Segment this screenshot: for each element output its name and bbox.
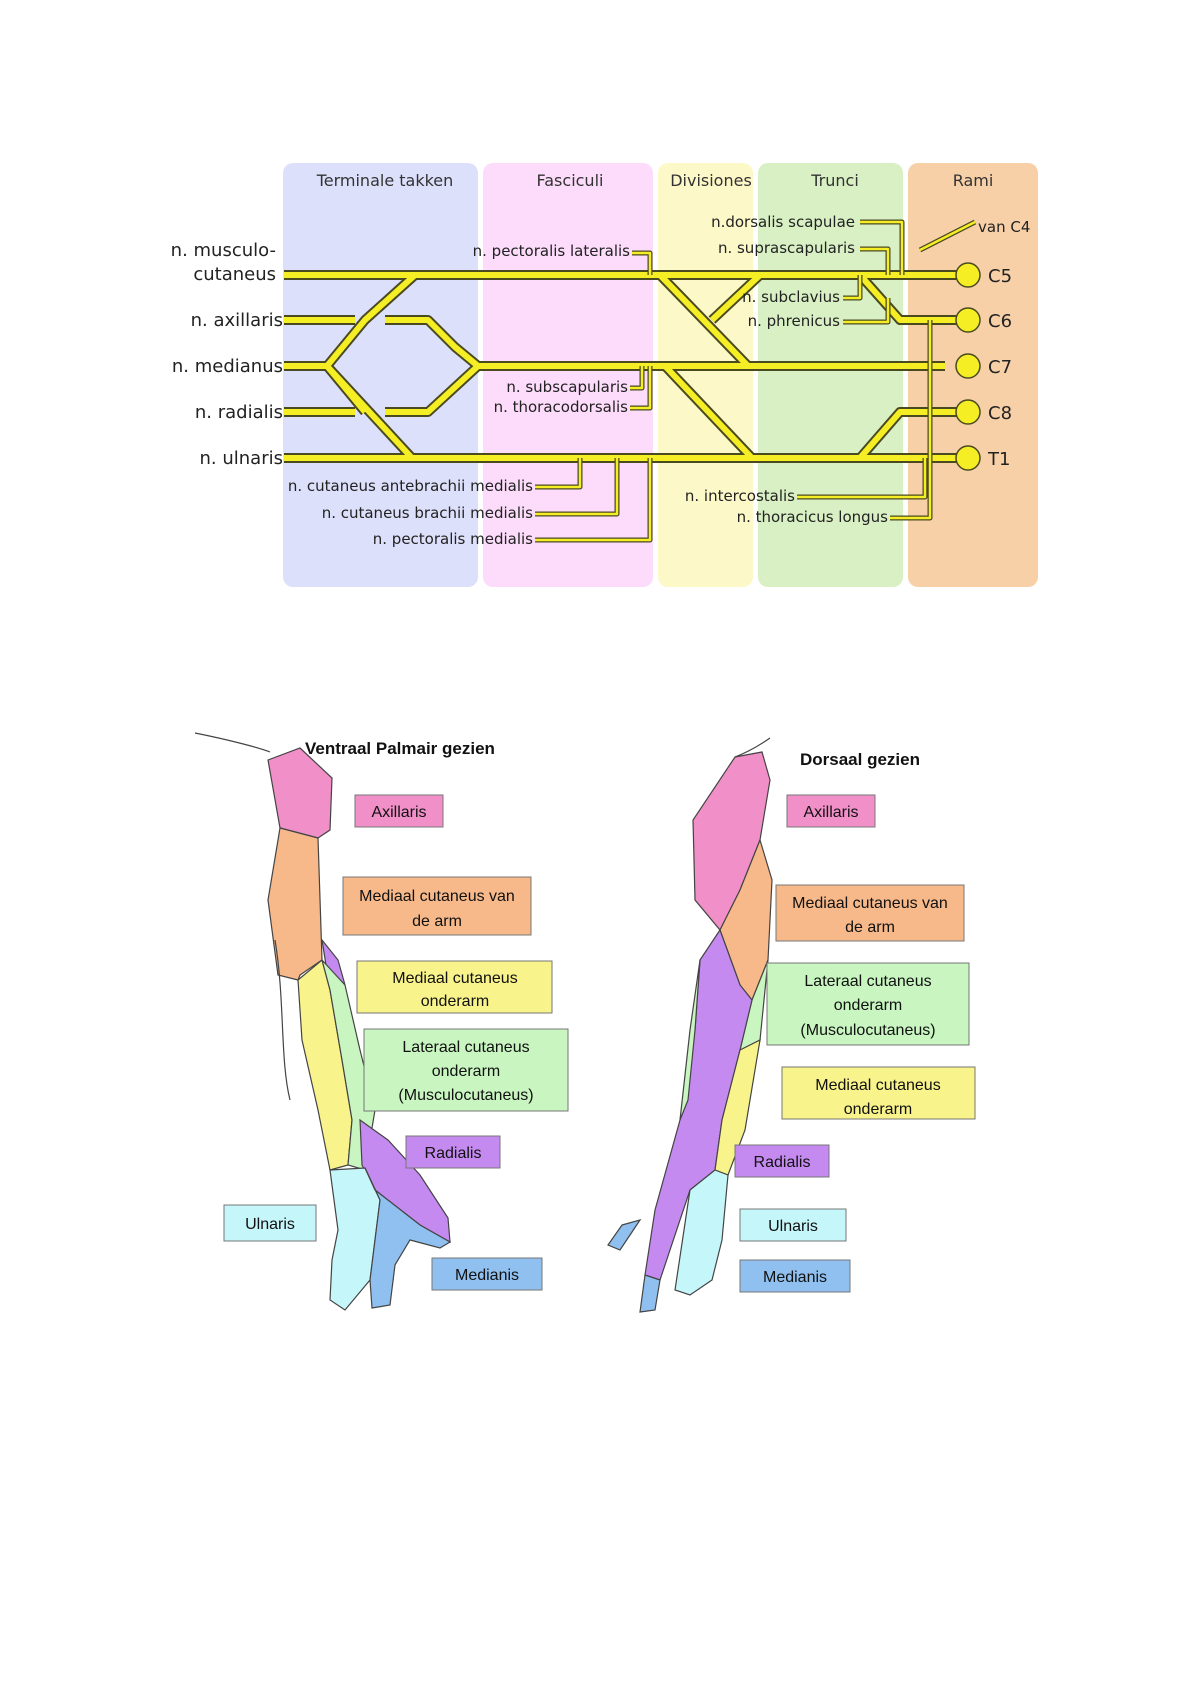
box-label: Ulnaris (245, 1216, 295, 1233)
root-c7-circle (955, 353, 981, 379)
ventral-medial-arm-box (342, 876, 532, 936)
branch-label: n. pectoralis lateralis (473, 242, 631, 260)
column-title: Fasciculi (537, 171, 604, 190)
dorsal-ulnaris-box (739, 1208, 847, 1242)
dorsal-medianis-box (739, 1259, 851, 1293)
terminal-label: n. axillaris (191, 310, 283, 331)
ventral-arm-figure (194, 732, 452, 1311)
root-label: T1 (987, 449, 1010, 470)
branch-label: n. pectoralis medialis (373, 530, 533, 548)
dorsal-medianis-thumb (607, 1218, 642, 1251)
dorsal-medianis-finger (639, 1274, 661, 1313)
box-label: onderarm (421, 993, 489, 1010)
dorsal-medial-arm-box (775, 884, 965, 942)
branch-label: n. cutaneus antebrachii medialis (288, 477, 533, 495)
root-label: C7 (988, 357, 1012, 378)
box-label: Axillaris (803, 804, 858, 821)
root-c5-circle (955, 262, 981, 288)
box-label: Radialis (425, 1145, 482, 1162)
box-label: Mediaal cutaneus van (792, 895, 948, 912)
dorsal-ulnaris-region (674, 1169, 729, 1296)
box-label: de arm (845, 919, 895, 936)
terminal-label: cutaneus (193, 264, 276, 285)
root-c8-circle (955, 399, 981, 425)
branch-label: n. thoracicus longus (737, 508, 889, 526)
from-c4-label: van C4 (978, 218, 1030, 236)
terminal-label: n. ulnaris (200, 448, 283, 469)
dorsal-labels: Axillaris Mediaal cutaneus van de arm La… (734, 794, 976, 1293)
box-label: Lateraal cutaneus (402, 1039, 529, 1056)
box-label: Medianis (455, 1267, 519, 1284)
terminal-label: n. musculo- (171, 240, 276, 261)
column-terminale-takken (283, 163, 478, 587)
dorsal-arm-figure (607, 737, 773, 1313)
column-divisiones (658, 163, 753, 587)
ventral-title: Ventraal Palmair gezien (305, 739, 495, 758)
column-title: Divisiones (670, 171, 752, 190)
branch-label: n. subscapularis (506, 378, 628, 396)
dorsal-title: Dorsaal gezien (800, 750, 920, 769)
root-circles (955, 262, 981, 471)
ventral-medial-forearm-box (356, 960, 553, 1014)
ventral-lateral-forearm-box (363, 1028, 569, 1112)
ventral-axillaris-box (354, 794, 444, 828)
dorsal-lateral-forearm-box (766, 962, 970, 1046)
root-c6-circle (955, 307, 981, 333)
root-label: C8 (988, 403, 1012, 424)
box-label: onderarm (844, 1101, 912, 1118)
ventral-medianis-region (364, 1167, 452, 1309)
branch-label: n. thoracodorsalis (494, 398, 629, 416)
box-label: Ulnaris (768, 1218, 818, 1235)
ventral-axillaris-region (267, 747, 333, 839)
box-label: onderarm (432, 1063, 500, 1080)
ventral-medial-arm-region (267, 827, 323, 981)
column-title: Terminale takken (316, 171, 454, 190)
branch-label: n. intercostalis (685, 487, 795, 505)
dorsal-lateral-strip (679, 959, 701, 1121)
ventral-ulnaris-box (223, 1204, 317, 1242)
box-label: de arm (412, 913, 462, 930)
box-label: Axillaris (371, 804, 426, 821)
terminal-label: n. medianus (172, 356, 283, 377)
box-label: (Musculocutaneus) (800, 1022, 935, 1039)
branch-label: n. suprascapularis (718, 239, 855, 257)
box-label: Mediaal cutaneus (815, 1077, 940, 1094)
ventral-labels: Axillaris Mediaal cutaneus van de arm Me… (223, 794, 569, 1291)
root-t1-circle (955, 445, 981, 471)
box-label: onderarm (834, 997, 902, 1014)
box-label: Medianis (763, 1269, 827, 1286)
box-label: Radialis (754, 1154, 811, 1171)
column-fasciculi (483, 163, 653, 587)
box-label: Lateraal cutaneus (804, 973, 931, 990)
root-label: C5 (988, 266, 1012, 287)
column-title: Rami (953, 171, 994, 190)
ventral-lateral-forearm-region (321, 959, 376, 1171)
branch-label: n. phrenicus (748, 312, 841, 330)
root-label: C6 (988, 311, 1012, 332)
ventral-medianis-box (431, 1257, 543, 1291)
brachial-plexus-diagram: Terminale takken Fasciculi Divisiones Tr… (171, 163, 1038, 587)
nerve-paths (284, 219, 977, 543)
branch-label: n. cutaneus brachii medialis (322, 504, 533, 522)
dorsal-axillaris-box (786, 794, 876, 828)
ventral-radialis-box (405, 1135, 501, 1169)
box-label: Mediaal cutaneus (392, 970, 517, 987)
terminal-label: n. radialis (195, 402, 283, 423)
column-title: Trunci (810, 171, 859, 190)
branch-label: n. subclavius (742, 288, 840, 306)
branch-label: n.dorsalis scapulae (711, 213, 855, 231)
dorsal-radialis-box (734, 1144, 830, 1178)
dorsal-medial-forearm-box (781, 1066, 976, 1120)
column-trunci (758, 163, 903, 587)
box-label: (Musculocutaneus) (398, 1087, 533, 1104)
box-label: Mediaal cutaneus van (359, 888, 515, 905)
